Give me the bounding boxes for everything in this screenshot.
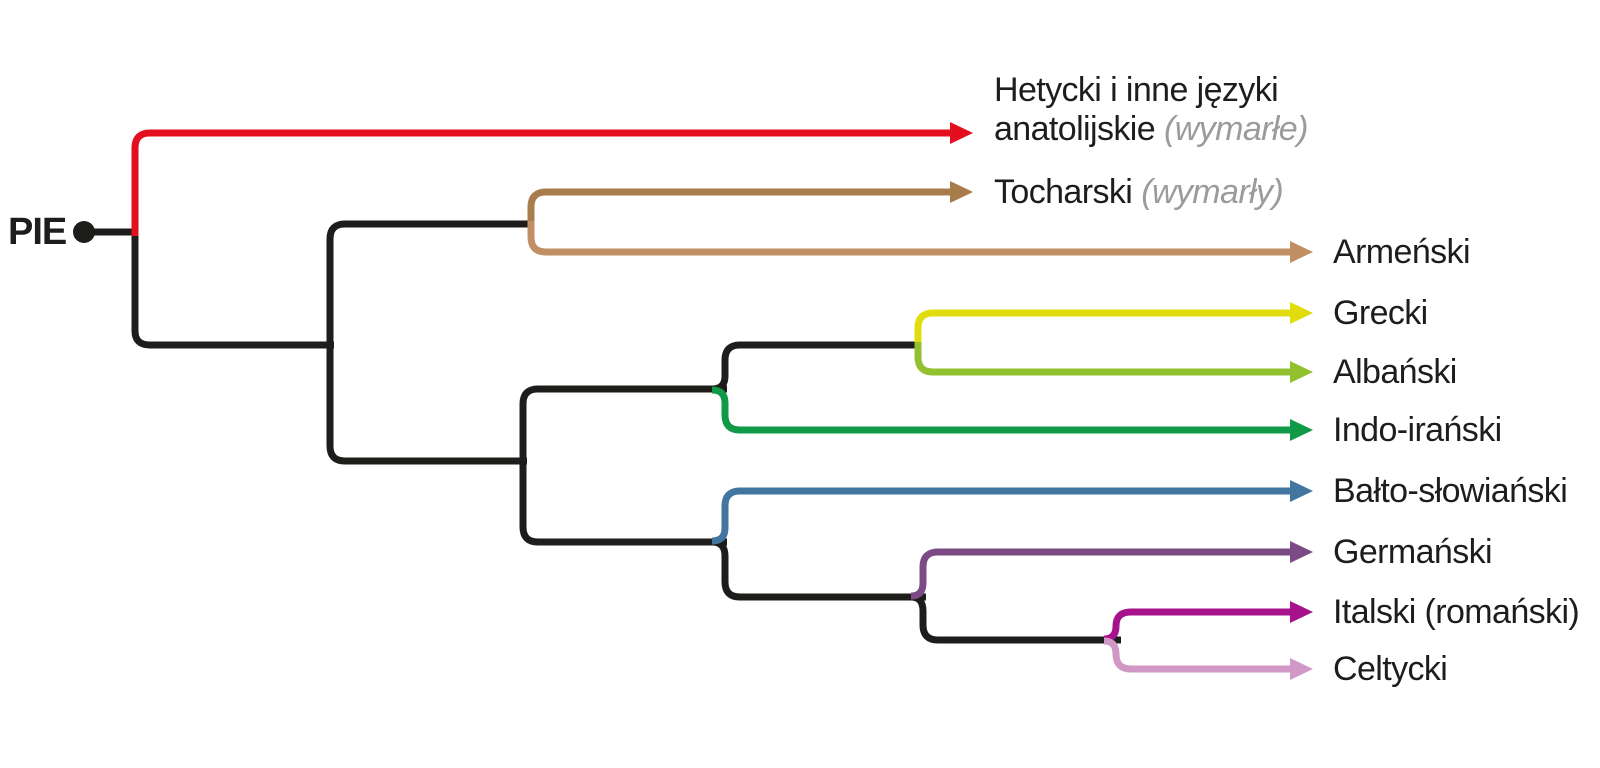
branch-label-indo-iranian: Indo-irański <box>1333 411 1502 449</box>
branch-label-celtic: Celtycki <box>1333 650 1448 688</box>
arrowhead-balto-slavic <box>1290 480 1313 502</box>
branch-note-tocharian: (wymarły) <box>1141 173 1284 211</box>
branch-line-celtic <box>1103 637 1294 673</box>
branch-line-germanic <box>910 548 1294 600</box>
branch-line-greek <box>914 309 1294 348</box>
arrowhead-tocharian <box>950 181 973 203</box>
branch-label-anatolian-line2-text: anatolijskie <box>994 110 1156 148</box>
arrowhead-anatolian <box>950 122 973 144</box>
trunk-node4-vertical <box>519 385 727 546</box>
trunk-node6-down-to-node8 <box>711 538 926 601</box>
arrowhead-armenian <box>1290 241 1313 263</box>
arrowhead-albanian <box>1290 361 1313 383</box>
arrowhead-greek <box>1290 302 1313 324</box>
trunk-node5-up-to-node7 <box>711 341 921 393</box>
branch-label-albanian: Albański <box>1333 353 1457 391</box>
branch-line-italic <box>1103 608 1294 643</box>
branch-label-tocharian: Tocharski(wymarły) <box>994 173 1284 211</box>
branch-line-indo-iranian <box>711 386 1294 434</box>
branch-line-albanian <box>914 342 1294 376</box>
branch-label-armenian: Armeński <box>1333 233 1471 271</box>
branch-label-anatolian-line1: Hetycki i inne języki <box>994 71 1279 109</box>
trunk-node2-vertical <box>326 220 531 465</box>
arrowhead-celtic <box>1290 658 1313 680</box>
branch-label-germanic: Germański <box>1333 533 1493 571</box>
arrowhead-germanic <box>1290 541 1313 563</box>
arrowhead-indo-iranian <box>1290 419 1313 441</box>
branch-label-anatolian: Hetycki i inne języki anatolijskie(wymar… <box>994 71 1308 149</box>
branch-line-armenian <box>527 221 1294 256</box>
branch-line-balto-slavic <box>711 487 1294 545</box>
root-node-dot <box>73 221 95 243</box>
branch-line-tocharian <box>527 188 954 228</box>
branch-note-anatolian: (wymarłe) <box>1164 110 1308 148</box>
arrowhead-italic <box>1290 601 1313 623</box>
branch-label-italic: Italski (romański) <box>1333 593 1580 631</box>
branch-label-balto-slavic: Bałto-słowiański <box>1333 472 1568 510</box>
branch-label-tocharian-text: Tocharski <box>994 173 1133 211</box>
branch-label-greek: Grecki <box>1333 294 1428 332</box>
trunk-root-to-node2 <box>92 228 334 349</box>
branch-line-anatolian <box>131 129 954 236</box>
root-label: PIE <box>8 211 67 253</box>
branch-label-anatolian-line2: anatolijskie(wymarłe) <box>994 110 1308 149</box>
trunk-node8-down-to-node9 <box>910 593 1121 644</box>
